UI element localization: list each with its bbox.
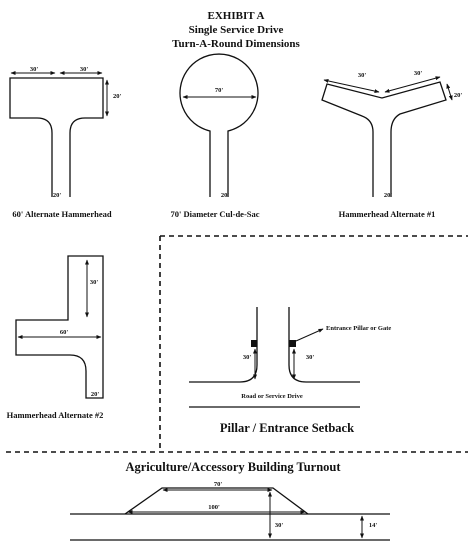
hammerhead-60-caption: 60' Alternate Hammerhead bbox=[12, 209, 111, 219]
hammerhead-1-dim-depth: 20' bbox=[454, 92, 463, 99]
turnout-diagram: Agriculture/Accessory Building Turnout 7… bbox=[70, 460, 390, 541]
culdesac-dim-stem: 20' bbox=[221, 192, 230, 199]
pillar-setback-diagram: Entrance Pillar or Gate 30' 30' Road or … bbox=[189, 307, 391, 435]
hammerhead-1-dim-right-arrow bbox=[384, 76, 441, 93]
turnout-dim-depth: 30' bbox=[275, 522, 284, 529]
hammerhead-1-outline bbox=[321, 81, 447, 197]
pillar-drive-left-edge bbox=[189, 307, 258, 383]
turnout-dim-top: 70' bbox=[214, 481, 223, 488]
culdesac-outline bbox=[179, 53, 259, 197]
exhibit-subtitle-2: Turn-A-Round Dimensions bbox=[172, 38, 300, 50]
hammerhead-1-dim-left: 30' bbox=[358, 72, 367, 79]
pillar-road-label: Road or Service Drive bbox=[241, 393, 303, 400]
culdesac-caption: 70' Diameter Cul-de-Sac bbox=[170, 209, 259, 219]
hammerhead-2-caption: Hammerhead Alternate #2 bbox=[7, 410, 104, 420]
pillar-gate-label: Entrance Pillar or Gate bbox=[326, 325, 391, 332]
entrance-pillar-right bbox=[289, 340, 296, 347]
hammerhead-1-dim-stem: 20' bbox=[384, 192, 393, 199]
hammerhead-2-diagram: 30' 60' 20' Hammerhead Alternate #2 bbox=[7, 255, 104, 420]
pillar-setback-left: 30' bbox=[243, 354, 252, 361]
hammerhead-2-outline bbox=[15, 255, 104, 399]
hammerhead-60-dim-left: 30' bbox=[30, 66, 39, 73]
hammerhead-60-dim-stem: 20' bbox=[53, 192, 62, 199]
pillar-gate-leader bbox=[295, 328, 324, 342]
hammerhead-1-dim-right: 30' bbox=[414, 70, 423, 77]
hammerhead-1-diagram: 30' 30' 20' 20' Hammerhead Alternate #1 bbox=[321, 70, 463, 219]
culdesac-diagram: 70' 20' 70' Diameter Cul-de-Sac bbox=[170, 53, 260, 219]
turnout-dim-road: 14' bbox=[369, 522, 378, 529]
hammerhead-2-dim-stem: 20' bbox=[91, 391, 100, 398]
hammerhead-1-dim-left-arrow bbox=[323, 79, 380, 93]
entrance-pillar-left bbox=[251, 340, 257, 347]
hammerhead-1-dim-depth-arrow bbox=[446, 83, 453, 101]
hammerhead-2-dim-upper: 30' bbox=[90, 279, 99, 286]
turnout-title: Agriculture/Accessory Building Turnout bbox=[125, 460, 341, 474]
exhibit-title: EXHIBIT A bbox=[208, 10, 265, 22]
hammerhead-2-dim-width: 60' bbox=[60, 329, 69, 336]
hammerhead-60-diagram: 30' 30' 20' 20' 60' Alternate Hammerhead bbox=[9, 66, 122, 219]
hammerhead-60-outline bbox=[9, 77, 104, 197]
pillar-caption: Pillar / Entrance Setback bbox=[220, 421, 354, 435]
culdesac-dim-diameter: 70' bbox=[215, 87, 224, 94]
hammerhead-60-dim-right: 30' bbox=[80, 66, 89, 73]
exhibit-subtitle: Single Service Drive bbox=[189, 24, 284, 36]
hammerhead-1-caption: Hammerhead Alternate #1 bbox=[339, 209, 436, 219]
pillar-setback-right: 30' bbox=[306, 354, 315, 361]
pillar-drive-right-edge bbox=[288, 307, 360, 383]
turnout-dim-base: 100' bbox=[208, 504, 220, 511]
hammerhead-60-dim-depth: 20' bbox=[113, 93, 122, 100]
